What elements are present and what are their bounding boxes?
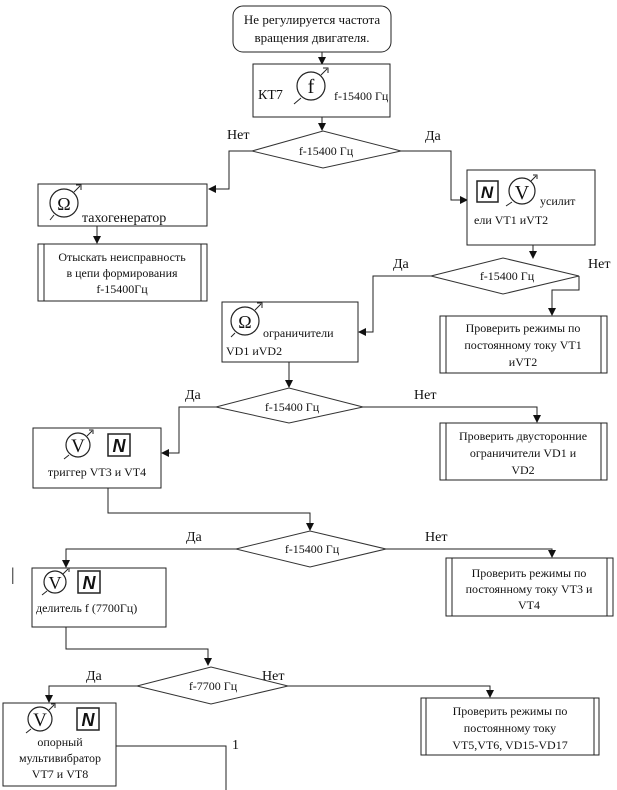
amplifier-box: N V усилит ели VT1 иVT2 bbox=[466, 169, 596, 246]
arrow-decision3-no bbox=[363, 406, 541, 423]
decision-3-text: f-15400 Гц bbox=[265, 400, 320, 414]
oscilloscope-n-icon: N bbox=[77, 570, 101, 594]
check-vt5-line1: Проверить режимы по bbox=[453, 704, 568, 718]
amplifier-label-line1: усилит bbox=[540, 194, 576, 208]
tachogenerator-box: Ω тахогенератор bbox=[37, 183, 208, 227]
v-glyph: V bbox=[49, 573, 62, 593]
arrow-decision2-yes bbox=[358, 275, 431, 336]
v-glyph: V bbox=[515, 182, 530, 204]
v-glyph: V bbox=[71, 436, 85, 457]
frequency-meter-icon: f bbox=[293, 67, 329, 105]
decision-4-yes-label: Да bbox=[186, 530, 203, 545]
arrow-decision4-yes bbox=[62, 548, 236, 568]
find-fault-line3: f-15400Гц bbox=[96, 282, 148, 296]
divider-box: V N делитель f (7700Гц) bbox=[31, 567, 167, 628]
decision-3: f-15400 Гц bbox=[215, 387, 364, 424]
voltmeter-icon: V bbox=[25, 703, 56, 734]
trigger-box: V N триггер VT3 и VT4 bbox=[32, 427, 162, 489]
voltmeter-icon: V bbox=[505, 174, 538, 207]
decision-2: f-15400 Гц bbox=[430, 257, 580, 295]
voltmeter-icon: V bbox=[63, 429, 94, 460]
arrow-decision4-no bbox=[386, 548, 556, 558]
ohm-glyph: Ω bbox=[238, 312, 251, 332]
check-vd-line3: VD2 bbox=[511, 463, 534, 477]
multivibrator-line1: опорный bbox=[37, 735, 83, 749]
arrow-divider-to-decision5 bbox=[65, 627, 212, 666]
start-terminator: Не регулируется частота вращения двигате… bbox=[232, 5, 392, 53]
connector-label: 1 bbox=[232, 738, 239, 753]
limiters-label-line1: ограничители bbox=[263, 326, 334, 340]
check-vd-line2: ограничители VD1 и bbox=[470, 446, 577, 460]
n-glyph: N bbox=[83, 573, 97, 593]
ohmmeter-icon: Ω bbox=[49, 184, 82, 221]
check-vt1-line2: постоянному току VT1 bbox=[464, 338, 581, 352]
multivibrator-line2: мультивибратор bbox=[19, 751, 101, 765]
check-vt1-vt2-box: Проверить режимы по постоянному току VT1… bbox=[439, 315, 608, 374]
arrow-decision3-yes bbox=[161, 406, 216, 457]
check-vt5-line3: VT5,VT6, VD15-VD17 bbox=[452, 738, 567, 752]
decision-3-no-label: Нет bbox=[414, 388, 436, 403]
oscilloscope-n-icon: N bbox=[476, 180, 499, 203]
arrow-decision5-yes bbox=[45, 685, 137, 703]
decision-4: f-15400 Гц bbox=[235, 530, 387, 568]
amplifier-label-line2: ели VT1 иVT2 bbox=[474, 213, 548, 227]
decision-2-yes-label: Да bbox=[393, 257, 410, 272]
decision-1: f-15400 Гц bbox=[250, 130, 402, 169]
decision-2-no-label: Нет bbox=[588, 257, 610, 272]
check-vd-line1: Проверить двусторонние bbox=[459, 429, 587, 443]
voltmeter-icon: V bbox=[41, 567, 70, 596]
start-text-line2: вращения двигателя. bbox=[255, 30, 370, 45]
limiters-box: Ω ограничители VD1 иVD2 bbox=[221, 301, 359, 363]
ohmmeter-icon: Ω bbox=[230, 302, 263, 338]
check-vt1-line3: иVT2 bbox=[509, 355, 537, 369]
tachogenerator-label: тахогенератор bbox=[82, 211, 166, 226]
divider-label: делитель f (7700Гц) bbox=[36, 601, 137, 615]
check-vt5-vt6-box: Проверить режимы по постоянному току VT5… bbox=[420, 697, 600, 756]
arrow-decision1-yes bbox=[401, 150, 468, 204]
arrow-decision1-no bbox=[208, 150, 252, 193]
kt7-process-box: КТ7 f f-15400 Гц bbox=[252, 63, 391, 118]
oscilloscope-n-icon: N bbox=[107, 433, 131, 457]
check-vt3-line1: Проверить режимы по bbox=[472, 566, 587, 580]
n-glyph: N bbox=[113, 436, 127, 456]
check-vt3-vt4-box: Проверить режимы по постоянному току VT3… bbox=[445, 557, 614, 617]
decision-1-no-label: Нет bbox=[227, 128, 249, 143]
frequency-icon-glyph: f bbox=[308, 76, 315, 98]
n-glyph: N bbox=[82, 710, 96, 730]
find-fault-line1: Отыскать неисправность bbox=[58, 250, 186, 264]
check-vt3-line2: постоянному току VT3 и bbox=[466, 582, 593, 596]
limiters-label-line2: VD1 иVD2 bbox=[226, 344, 282, 358]
decision-5-no-label: Нет bbox=[262, 669, 284, 684]
start-text-line1: Не регулируется частота bbox=[244, 12, 380, 27]
decision-1-yes-label: Да bbox=[425, 129, 442, 144]
v-glyph: V bbox=[33, 710, 47, 731]
kt7-value: f-15400 Гц bbox=[334, 89, 389, 103]
decision-5-yes-label: Да bbox=[86, 669, 103, 684]
multivibrator-box: V N опорный мультивибратор VT7 и VT8 bbox=[2, 702, 117, 787]
oscilloscope-n-icon: N bbox=[76, 707, 100, 731]
line-multivib-to-connector bbox=[116, 745, 227, 790]
decision-1-text: f-15400 Гц bbox=[299, 144, 354, 158]
n-glyph: N bbox=[481, 183, 494, 202]
decision-3-yes-label: Да bbox=[185, 388, 202, 403]
multivibrator-line3: VT7 и VT8 bbox=[32, 767, 88, 781]
check-vt5-line2: постоянному току bbox=[464, 721, 556, 735]
ohm-glyph: Ω bbox=[57, 194, 70, 214]
decision-4-no-label: Нет bbox=[425, 530, 447, 545]
arrow-trigger-to-decision4 bbox=[107, 488, 314, 531]
arrow-decision2-no bbox=[548, 276, 580, 316]
decision-2-text: f-15400 Гц bbox=[480, 269, 535, 283]
check-vt3-line3: VT4 bbox=[518, 598, 540, 612]
decision-5-text: f-7700 Гц bbox=[189, 679, 238, 693]
decision-4-text: f-15400 Гц bbox=[285, 542, 340, 556]
kt7-label: КТ7 bbox=[258, 88, 283, 103]
arrow-decision5-no bbox=[288, 685, 494, 698]
find-fault-line2: в цепи формирования bbox=[66, 266, 178, 280]
trigger-label: триггер VT3 и VT4 bbox=[48, 465, 146, 479]
find-fault-box: Отыскать неисправность в цепи формирован… bbox=[37, 243, 208, 302]
text-cursor-mark: | bbox=[11, 564, 15, 584]
check-vd1-vd2-box: Проверить двусторонние ограничители VD1 … bbox=[439, 422, 608, 481]
check-vt1-line1: Проверить режимы по bbox=[466, 321, 581, 335]
